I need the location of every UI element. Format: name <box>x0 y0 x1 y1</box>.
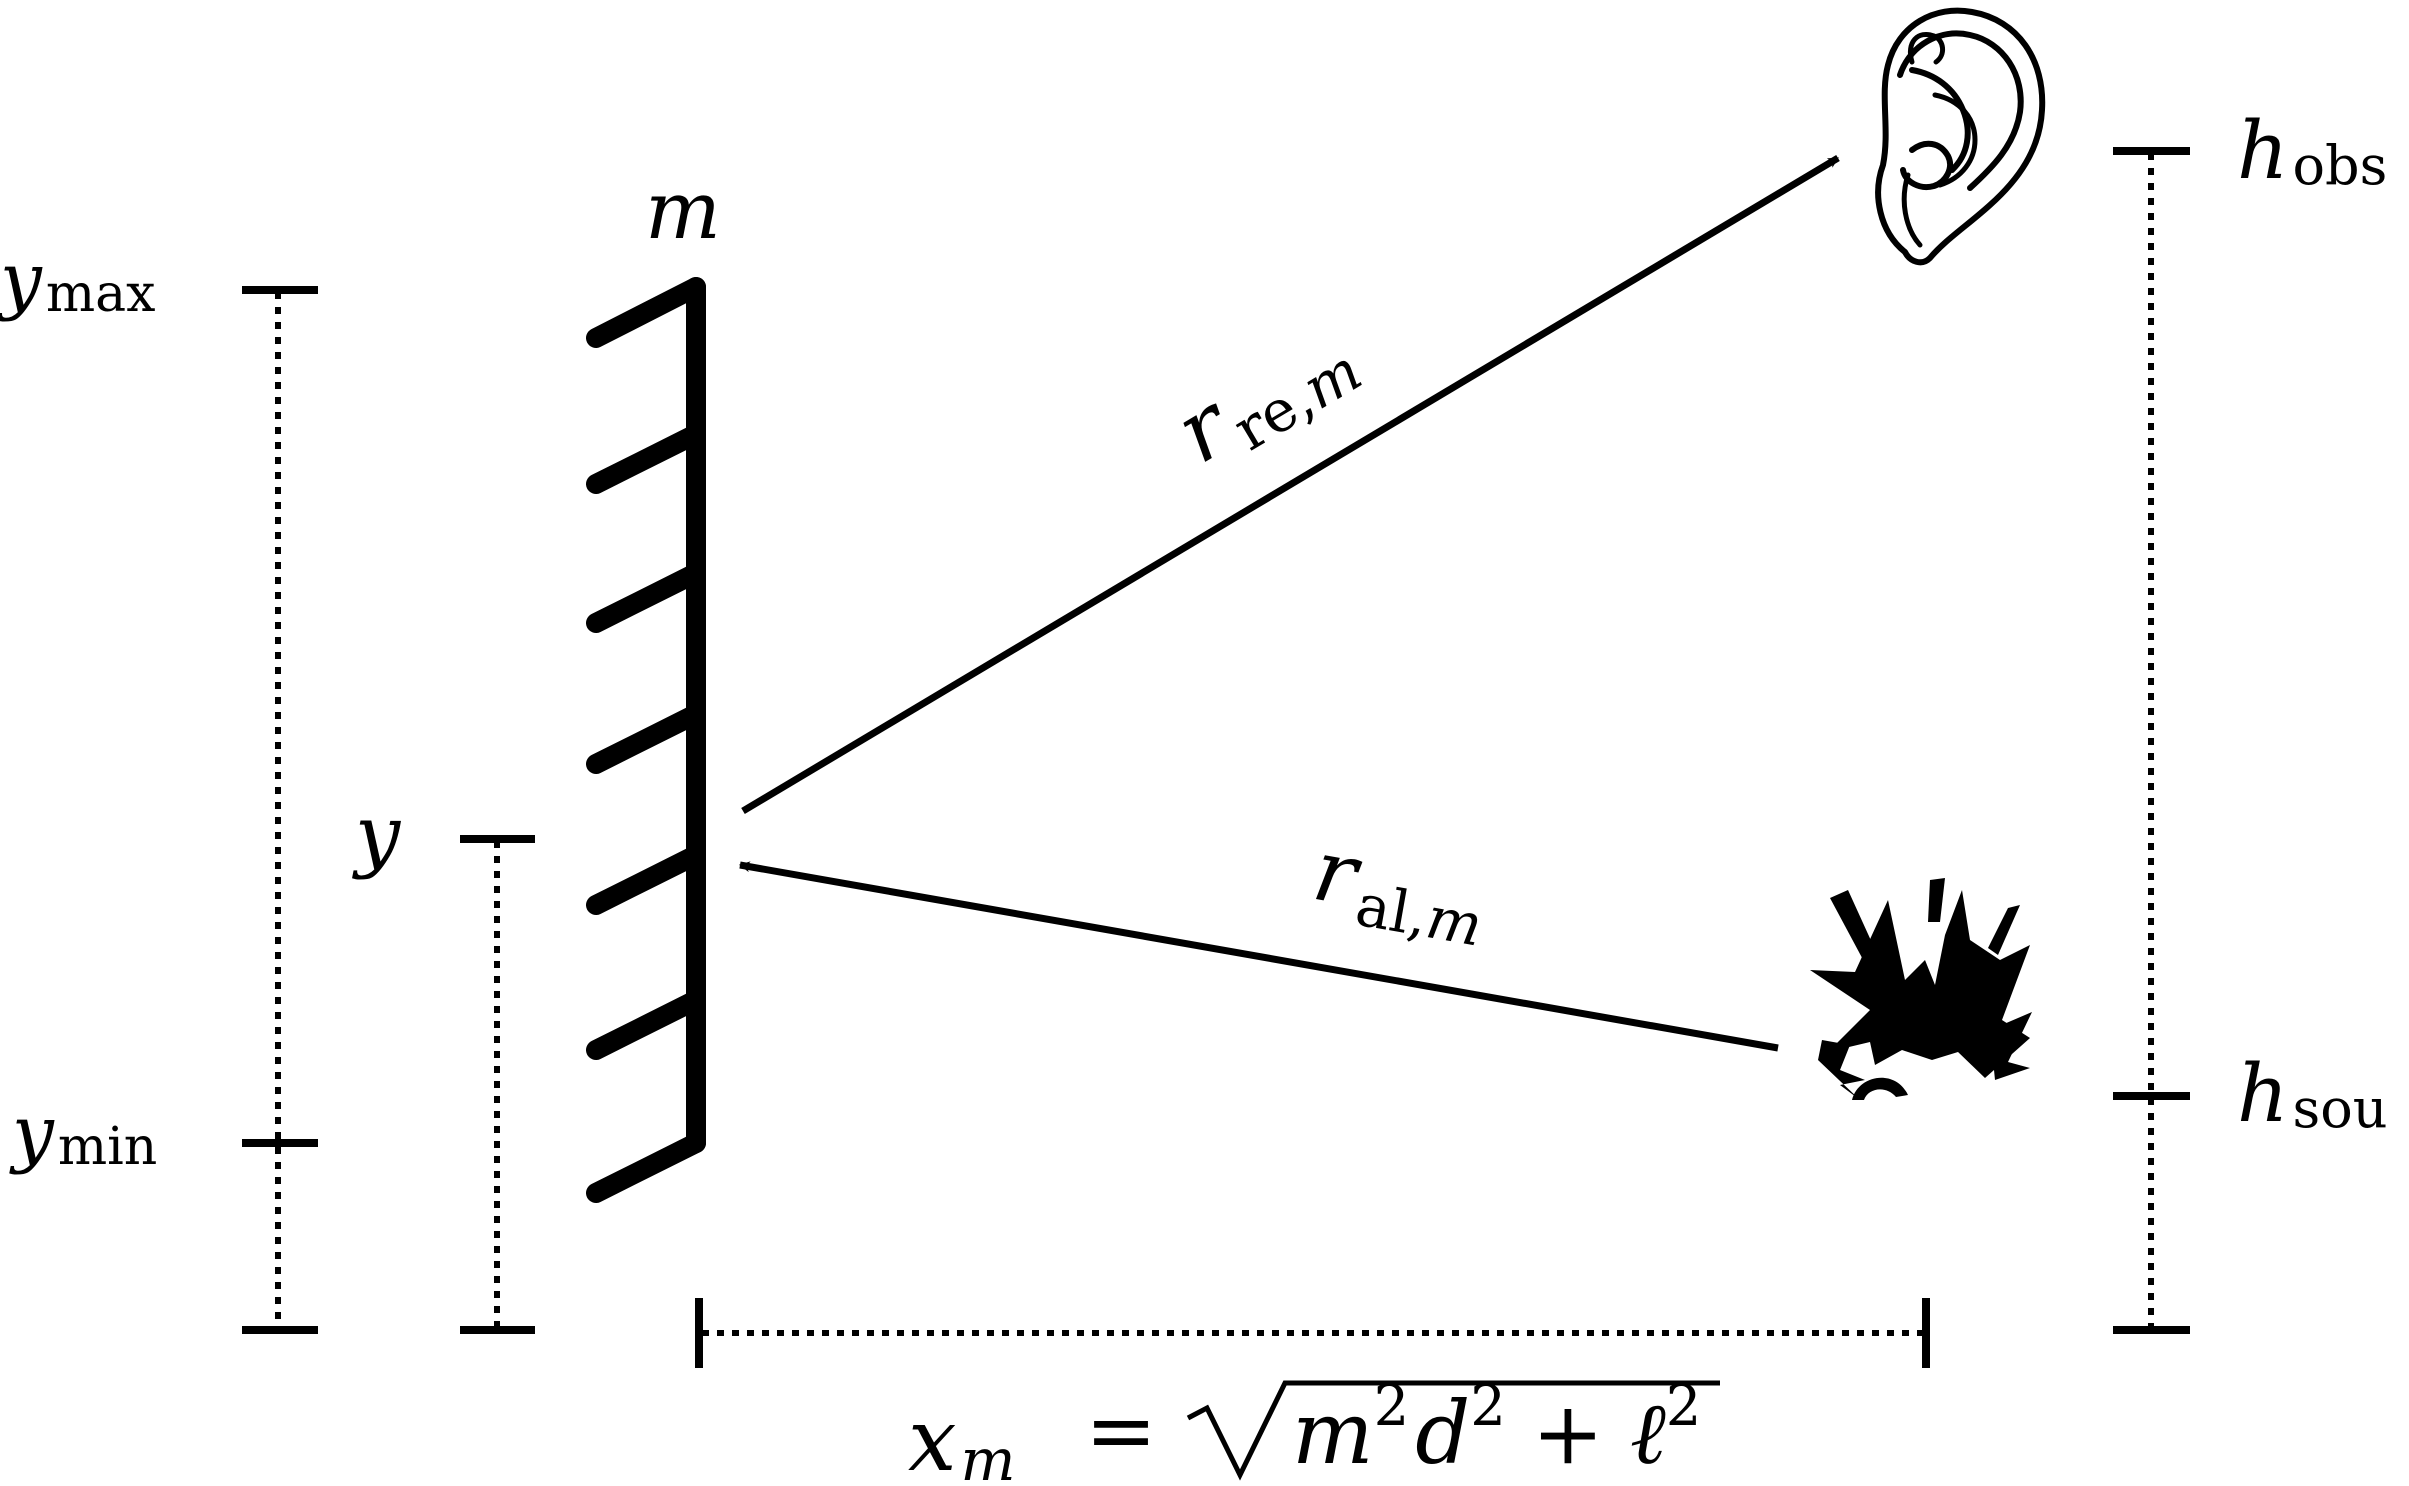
reflecting-wall <box>586 277 706 1203</box>
radical-sign <box>1186 1380 1720 1481</box>
label-r-re: rre,m <box>1160 303 1373 489</box>
incident-ray <box>738 861 1779 1052</box>
label-r-al: ral,m <box>1304 820 1494 959</box>
reflected-ray <box>741 154 1840 815</box>
h-range-bar <box>2113 147 2190 1334</box>
formula-radicand: m2d2+ℓ2 <box>1292 1374 1701 1484</box>
label-y-min: ymin <box>9 1090 157 1177</box>
label-y: y <box>352 788 402 881</box>
label-y-max: ymax <box>0 237 155 324</box>
ear-icon <box>1875 7 2046 266</box>
y-height-bar <box>460 835 535 1334</box>
formula-equals: = <box>1085 1381 1157 1481</box>
y-range-bar <box>242 286 318 1334</box>
label-h-sou: hsou <box>2237 1047 2388 1140</box>
x-distance-bar <box>695 1298 1930 1368</box>
formula-lhs: xm <box>908 1391 1016 1486</box>
explosion-icon <box>1810 878 2032 1100</box>
label-h-obs: hobs <box>2237 104 2387 197</box>
label-mirror-index: m <box>645 164 721 257</box>
distance-formula: xm = m2d2+ℓ2 <box>908 1374 1720 1486</box>
